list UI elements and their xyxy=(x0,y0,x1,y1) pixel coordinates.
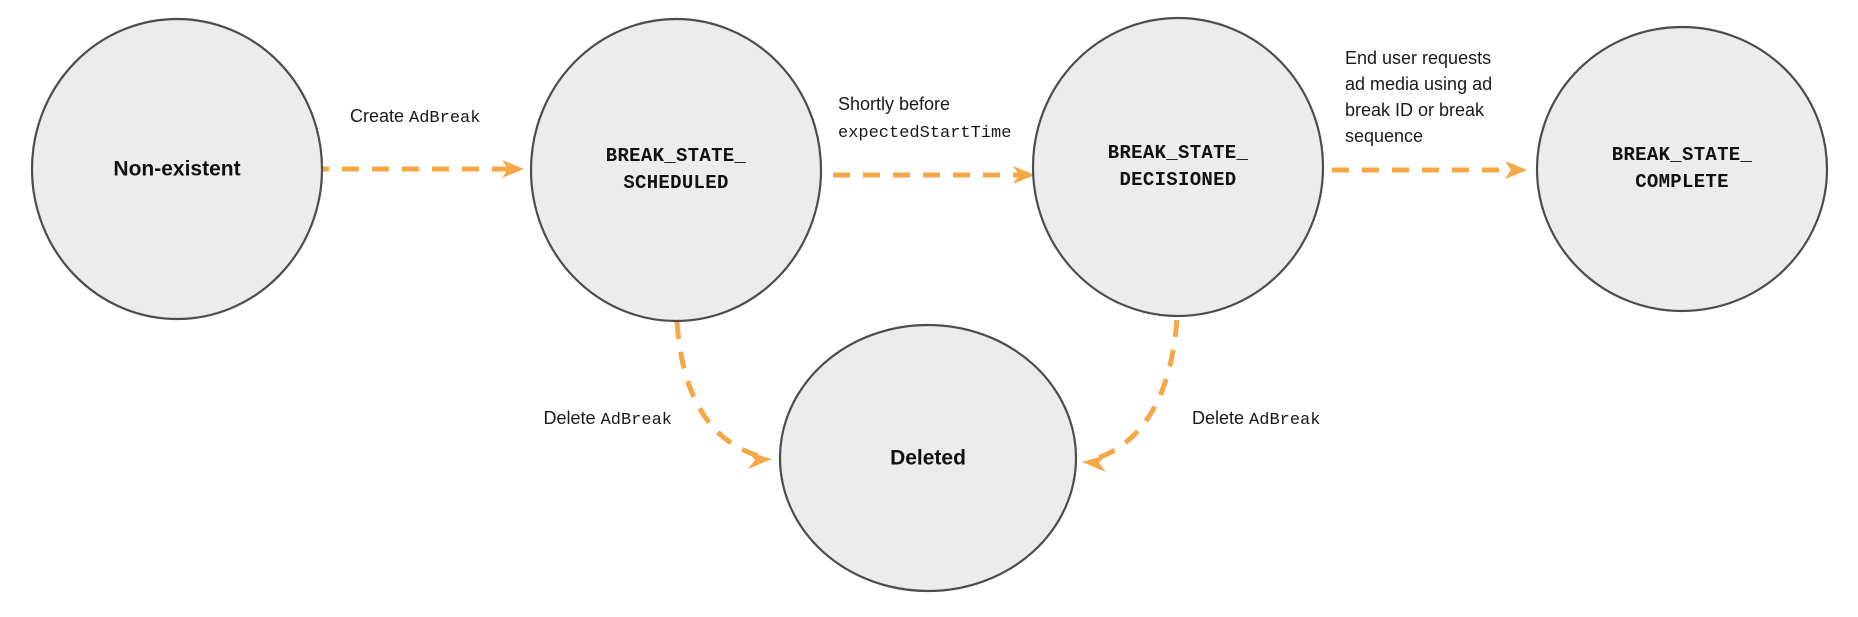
edge-create-adbreak-arrowhead xyxy=(502,160,524,178)
edge-label-end-user-requests-line2: ad media using ad xyxy=(1345,74,1492,94)
edge-label-delete-from-decisioned-text: Delete AdBreak xyxy=(1192,408,1320,430)
edge-label-shortly-before-line2: expectedStartTime xyxy=(838,124,1011,143)
edge-delete-from-decisioned-arrowhead xyxy=(1082,455,1106,472)
node-deleted-label: Deleted xyxy=(890,447,966,470)
node-break-state-decisioned-label-line2: DECISIONED xyxy=(1119,169,1236,191)
node-non-existent-shape[interactable] xyxy=(30,17,324,321)
node-break-state-complete[interactable]: BREAK_STATE_ COMPLETE xyxy=(1535,25,1829,313)
node-break-state-decisioned-label-line1: BREAK_STATE_ xyxy=(1108,142,1249,164)
node-break-state-complete-label-line2: COMPLETE xyxy=(1635,171,1729,193)
edge-delete-from-scheduled-arrowhead xyxy=(748,452,772,469)
edge-label-end-user-requests: End user requests ad media using ad brea… xyxy=(1345,48,1492,146)
edge-delete-from-scheduled xyxy=(673,291,772,469)
edge-shortly-before-arrowhead xyxy=(1013,166,1035,184)
edge-label-delete-from-decisioned: Delete AdBreak xyxy=(1192,408,1320,430)
node-deleted-shape[interactable] xyxy=(778,323,1078,593)
edge-shortly-before xyxy=(833,166,1035,184)
node-non-existent[interactable]: Non-existent xyxy=(30,17,324,321)
edge-label-create-adbreak-text: Create AdBreak xyxy=(350,106,480,128)
node-break-state-complete-label-line1: BREAK_STATE_ xyxy=(1612,144,1753,166)
edge-label-end-user-requests-line1: End user requests xyxy=(1345,48,1491,68)
edge-label-create-adbreak: Create AdBreak xyxy=(350,106,480,128)
edge-label-end-user-requests-line4: sequence xyxy=(1345,126,1423,146)
node-non-existent-label: Non-existent xyxy=(113,158,240,181)
node-break-state-scheduled-shape[interactable] xyxy=(529,17,823,323)
node-break-state-decisioned-shape[interactable] xyxy=(1031,16,1325,318)
edge-label-end-user-requests-line3: break ID or break xyxy=(1345,100,1485,120)
edge-delete-from-scheduled-line xyxy=(673,291,763,460)
node-break-state-scheduled[interactable]: BREAK_STATE_ SCHEDULED xyxy=(529,17,823,323)
node-deleted[interactable]: Deleted xyxy=(778,323,1078,593)
node-break-state-scheduled-label-line1: BREAK_STATE_ xyxy=(606,145,747,167)
edge-end-user-requests-arrowhead xyxy=(1505,161,1527,179)
node-break-state-complete-shape[interactable] xyxy=(1535,25,1829,313)
edge-label-shortly-before: Shortly before expectedStartTime xyxy=(838,94,1011,143)
node-break-state-decisioned[interactable]: BREAK_STATE_ DECISIONED xyxy=(1031,16,1325,318)
edge-delete-from-decisioned-line xyxy=(1091,289,1181,463)
edge-label-delete-from-scheduled: Delete AdBreak xyxy=(544,408,672,430)
edge-label-delete-from-scheduled-text: Delete AdBreak xyxy=(544,408,672,430)
node-break-state-scheduled-label-line2: SCHEDULED xyxy=(623,172,728,194)
edge-delete-from-decisioned xyxy=(1082,289,1181,472)
edge-label-shortly-before-line1: Shortly before xyxy=(838,94,950,114)
